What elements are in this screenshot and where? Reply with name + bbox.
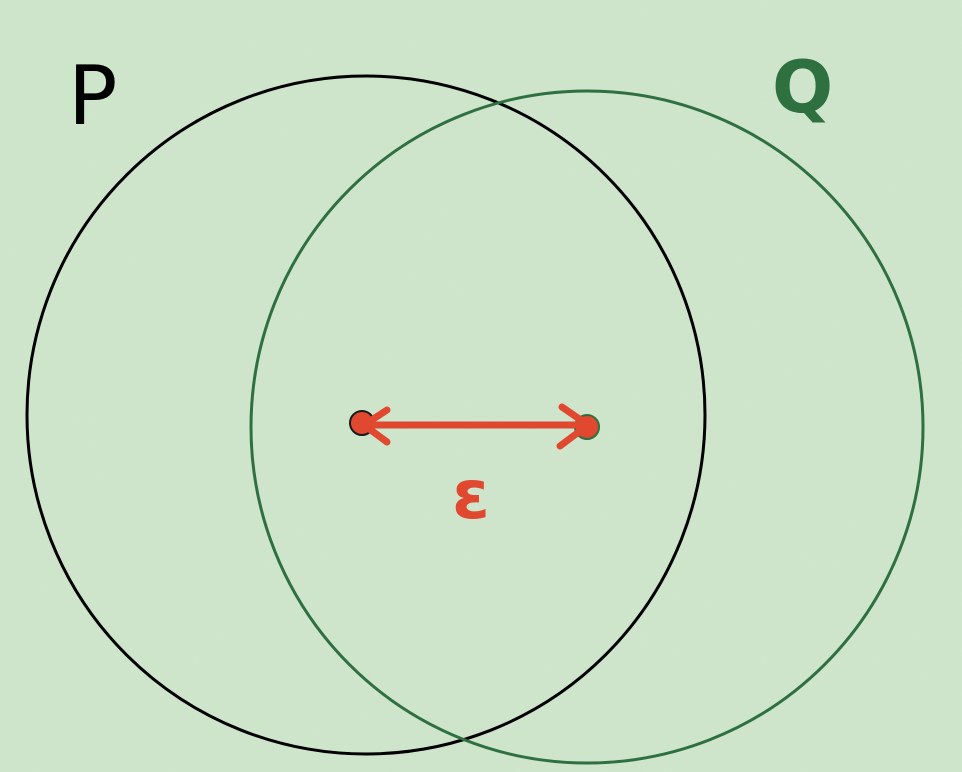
label-q: Q (772, 45, 833, 129)
distance-arrow (360, 403, 592, 450)
arrow-head-right (556, 403, 592, 450)
circle-p (25, 74, 707, 756)
circle-q (249, 89, 925, 765)
label-epsilon: ε (452, 456, 490, 535)
arrow-head-left (360, 406, 391, 446)
label-p: P (68, 49, 117, 144)
